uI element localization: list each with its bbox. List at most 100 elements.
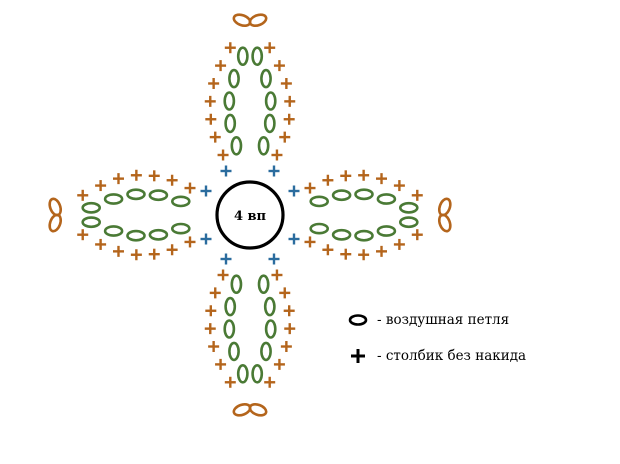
single-crochet-orange bbox=[322, 244, 334, 256]
plus-icon bbox=[345, 346, 371, 366]
single-crochet-orange bbox=[209, 131, 221, 143]
single-crochet-blue bbox=[288, 233, 300, 245]
single-crochet-orange bbox=[358, 249, 370, 261]
single-crochet-orange bbox=[279, 287, 291, 299]
legend-sc-text: - столбик без накида bbox=[377, 348, 527, 364]
chain-stitch-green bbox=[223, 319, 236, 339]
chain-stitch-green bbox=[331, 189, 352, 202]
chain-stitch-green bbox=[126, 188, 146, 201]
single-crochet-blue bbox=[200, 233, 212, 245]
single-crochet-orange bbox=[112, 245, 124, 257]
chain-stitch-green bbox=[263, 113, 276, 134]
single-crochet-blue bbox=[268, 165, 280, 177]
single-crochet-blue bbox=[220, 165, 232, 177]
magic-ring-circle bbox=[215, 180, 285, 250]
chain-stitch-green bbox=[398, 216, 419, 229]
chain-stitch-green bbox=[354, 229, 374, 242]
chain-stitch-green bbox=[309, 222, 330, 235]
single-crochet-orange bbox=[376, 173, 388, 185]
chain-stitch-green bbox=[260, 68, 272, 89]
single-crochet-orange bbox=[148, 248, 160, 260]
chain-stitch-green bbox=[260, 341, 272, 362]
chain-stitch-green bbox=[171, 195, 191, 208]
single-crochet-orange bbox=[280, 341, 292, 353]
single-crochet-orange bbox=[304, 182, 316, 194]
single-crochet-orange bbox=[411, 189, 423, 201]
single-crochet-orange bbox=[204, 95, 216, 107]
single-crochet-orange bbox=[283, 305, 295, 317]
single-crochet-orange bbox=[393, 238, 405, 250]
single-crochet-orange bbox=[130, 169, 142, 181]
single-crochet-orange bbox=[184, 236, 196, 248]
single-crochet-blue bbox=[220, 253, 232, 265]
petal bbox=[48, 169, 212, 261]
single-crochet-orange bbox=[95, 180, 107, 192]
single-crochet-orange bbox=[77, 189, 89, 201]
chain-stitch-orange bbox=[48, 197, 63, 217]
single-crochet-orange bbox=[205, 305, 217, 317]
legend-chain-text: - воздушная петля bbox=[377, 312, 510, 328]
single-crochet-orange bbox=[224, 376, 236, 388]
single-crochet-orange bbox=[184, 182, 196, 194]
single-crochet-orange bbox=[280, 77, 292, 89]
single-crochet-orange bbox=[208, 341, 220, 353]
chain-stitch-green bbox=[126, 229, 146, 242]
chain-stitch-green bbox=[230, 274, 243, 295]
chain-stitch-orange bbox=[48, 213, 63, 233]
chain-stitch-green bbox=[263, 296, 276, 317]
single-crochet-orange bbox=[304, 236, 316, 248]
chain-stitch-orange bbox=[232, 13, 252, 28]
chain-stitch-green bbox=[228, 341, 240, 362]
single-crochet-orange bbox=[166, 174, 178, 186]
single-crochet-orange bbox=[340, 248, 352, 260]
single-crochet-orange bbox=[205, 113, 217, 125]
chain-stitch-green bbox=[331, 228, 352, 241]
single-crochet-orange bbox=[112, 173, 124, 185]
petal bbox=[288, 169, 452, 261]
legend-single-crochet: - столбик без накида bbox=[345, 346, 526, 366]
chain-stitch-green bbox=[223, 91, 236, 111]
chain-stitch-orange bbox=[248, 402, 268, 417]
single-crochet-orange bbox=[264, 42, 276, 54]
single-crochet-blue bbox=[268, 253, 280, 265]
single-crochet-orange bbox=[271, 149, 283, 161]
chain-stitch-green bbox=[228, 68, 240, 89]
chain-stitch-orange bbox=[232, 402, 252, 417]
center-ring: 4 вп bbox=[215, 180, 285, 250]
single-crochet-orange bbox=[77, 229, 89, 241]
chain-stitch-green bbox=[398, 201, 419, 214]
single-crochet-orange bbox=[209, 287, 221, 299]
single-crochet-orange bbox=[358, 169, 370, 181]
single-crochet-orange bbox=[208, 77, 220, 89]
chain-stitch-green bbox=[257, 274, 270, 295]
chain-stitch-green bbox=[171, 222, 191, 235]
single-crochet-orange bbox=[217, 149, 229, 161]
chain-stitch-green bbox=[103, 193, 124, 205]
chain-stitch-green bbox=[257, 136, 270, 156]
chain-stitch-green bbox=[354, 188, 374, 201]
single-crochet-orange bbox=[224, 42, 236, 54]
chain-stitch-green bbox=[376, 225, 397, 237]
single-crochet-orange bbox=[271, 269, 283, 281]
single-crochet-orange bbox=[217, 269, 229, 281]
chain-stitch-green bbox=[251, 363, 264, 384]
single-crochet-orange bbox=[215, 60, 227, 72]
single-crochet-orange bbox=[284, 323, 296, 335]
legend-chain: - воздушная петля bbox=[345, 312, 509, 328]
single-crochet-orange bbox=[376, 245, 388, 257]
petal bbox=[204, 253, 296, 417]
petal bbox=[204, 13, 296, 177]
single-crochet-orange bbox=[273, 358, 285, 370]
single-crochet-orange bbox=[95, 238, 107, 250]
single-crochet-orange bbox=[204, 323, 216, 335]
chain-stitch-green bbox=[224, 296, 237, 317]
single-crochet-blue bbox=[200, 185, 212, 197]
single-crochet-orange bbox=[273, 60, 285, 72]
single-crochet-orange bbox=[284, 95, 296, 107]
center-label: 4 вп bbox=[234, 209, 267, 224]
chain-stitch-orange bbox=[248, 13, 268, 28]
chain-stitch-green bbox=[236, 46, 249, 67]
chain-stitch-green bbox=[230, 136, 243, 156]
chain-stitch-green bbox=[309, 195, 330, 208]
petals bbox=[48, 13, 452, 417]
